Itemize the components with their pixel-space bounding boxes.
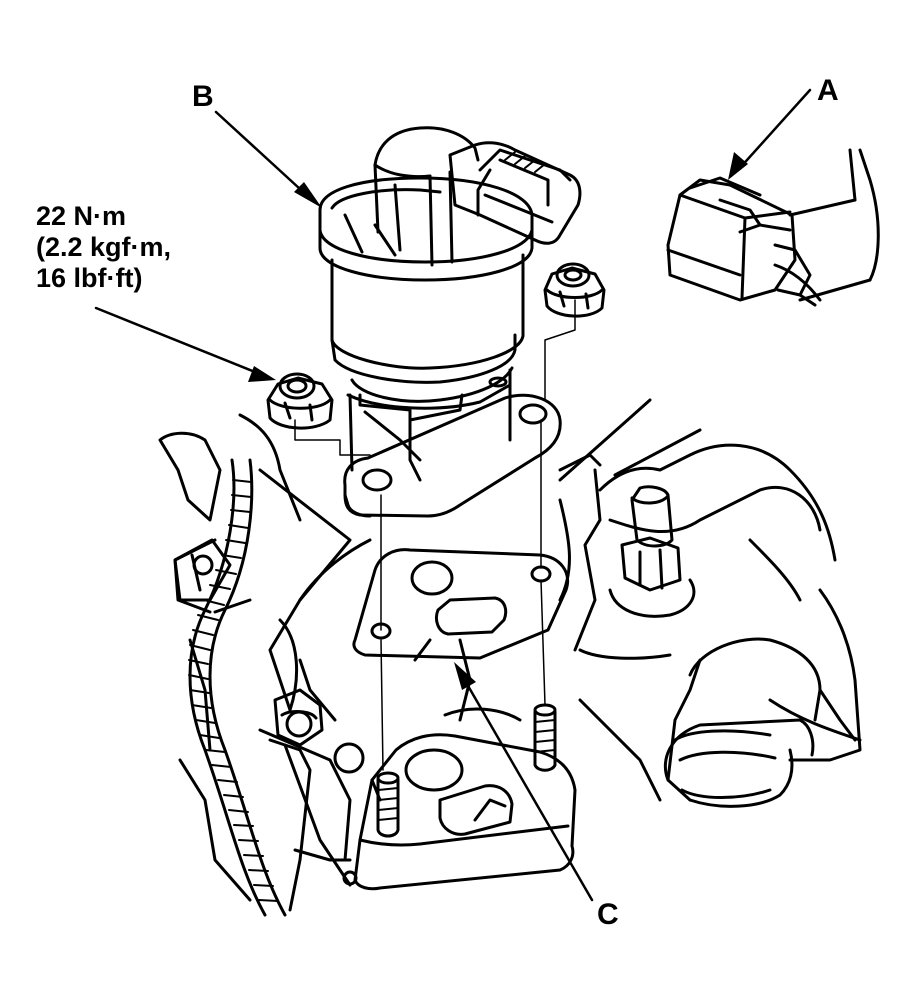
coolant-pipe	[663, 637, 857, 808]
callout-c: C	[597, 898, 619, 931]
egr-connector	[666, 148, 880, 307]
callout-a: A	[817, 74, 839, 107]
torque-kgfm: (2.2 kgf·m,	[36, 232, 172, 262]
harness-clip	[173, 538, 232, 602]
alignment-lines	[294, 299, 576, 771]
sensor-bolt	[608, 485, 696, 618]
nut-left	[266, 372, 334, 430]
bracket-bolt	[273, 688, 324, 747]
nut-right	[543, 262, 606, 318]
callout-b: B	[192, 80, 214, 113]
torque-lbfft: 16 lbf·ft)	[36, 263, 143, 293]
egr-valve	[318, 126, 582, 518]
torque-nm: 22 N·m	[36, 201, 127, 231]
arrow-heads	[248, 152, 748, 690]
egr-mounting-flange	[333, 703, 577, 891]
wire-harness	[188, 458, 358, 917]
callout-arrows	[94, 88, 812, 902]
torque-spec: 22 N·m (2.2 kgf·m, 16 lbf·ft)	[36, 201, 171, 294]
